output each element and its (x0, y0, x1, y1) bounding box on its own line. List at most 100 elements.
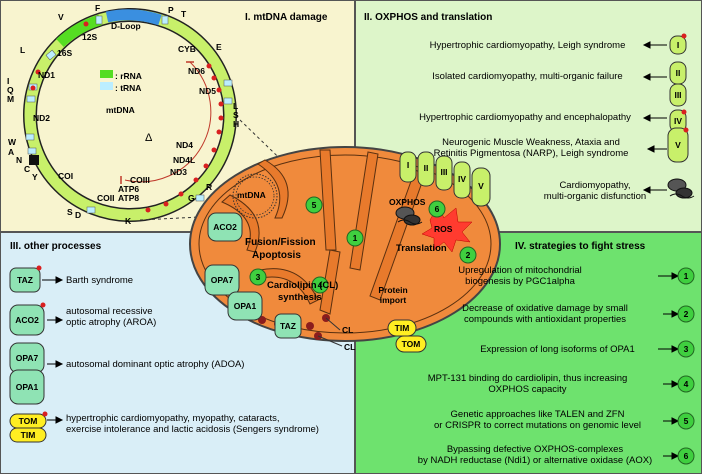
gene-q: Q (7, 85, 14, 95)
mito-protein-boxes (204, 212, 427, 353)
legend-rrna-label: : rRNA (115, 71, 142, 81)
ros-burst (421, 205, 473, 253)
gene-atp6: ATP6 (118, 184, 140, 194)
mito-mtdna-label: mtDNA (237, 190, 266, 200)
panel3-aroa-text: autosomal recessive optic atrophy (AROA) (66, 306, 157, 328)
mito-ros-label: ROS (434, 224, 453, 234)
gene-l: L (20, 45, 26, 55)
strategy-6-badge: 6 (683, 451, 689, 461)
gene-d: D (75, 210, 82, 220)
oxphos-row-1-text: Hypertrophic cardiomyopathy, Leigh syndr… (429, 40, 626, 51)
gene-y: Y (32, 172, 38, 182)
mito-tim: TIM (394, 323, 410, 333)
mito-opa7: OPA7 (210, 275, 234, 285)
gene-l2: L (233, 101, 239, 111)
gene-m: M (7, 94, 15, 104)
panel4-title: IV. strategies to fight stress (515, 241, 646, 252)
gene-p: P (168, 5, 174, 15)
complex-ii-badge: II (675, 68, 681, 78)
complex-v-badge: V (675, 140, 681, 150)
panel2-complex-badges (667, 35, 689, 163)
gene-16s: 16S (57, 48, 73, 58)
mito-aco2: ACO2 (213, 222, 237, 232)
panel3-taz: TAZ (17, 275, 33, 285)
gene-nd6: ND6 (188, 66, 206, 76)
panel3-tom: TOM (18, 416, 38, 426)
mito-oxphos-label: OXPHOS (389, 197, 426, 207)
gene-s: S (67, 207, 73, 217)
mito-complex-v: V (478, 181, 484, 191)
strategy-1-badge: 1 (683, 271, 689, 281)
gene-n: N (16, 155, 23, 165)
gene-nd3: ND3 (170, 167, 188, 177)
gene-coiii: COIII (130, 175, 150, 185)
mito-complex-ii: II (423, 163, 429, 173)
deletion-symbol: Δ (145, 132, 153, 144)
gene-w: W (8, 137, 17, 147)
gene-dloop: D-Loop (111, 21, 141, 31)
oxphos-complexes-mito (399, 151, 491, 207)
panel3-adoa-text: autosomal dominant optic atrophy (ADOA) (66, 359, 245, 370)
mito-complex-iv: IV (457, 174, 467, 184)
panel3-opa1: OPA1 (15, 382, 39, 392)
mito-badge-6: 6 (434, 204, 440, 214)
strategy-2-text: Decrease of oxidative damage by small co… (462, 303, 628, 325)
panel3-protein-boxes (9, 267, 47, 443)
strategy-4-text: MPT-131 binding do cardiolipin, thus inc… (427, 373, 628, 395)
mito-cl-2: CL (344, 342, 356, 352)
mito-taz: TAZ (280, 321, 296, 331)
gene-cyb: CYB (178, 44, 196, 54)
gene-t: T (181, 9, 187, 19)
gene-nd2: ND2 (33, 113, 51, 123)
strategy-5-badge: 5 (683, 416, 689, 426)
oxphos-row-6-text: Cardiomyopathy, multi-organic disfunctio… (543, 180, 647, 202)
strategy-4-badge: 4 (683, 379, 689, 389)
oxphos-row-5-text: Neurogenic Muscle Weakness, Ataxia and R… (433, 137, 629, 159)
panel3-tim: TIM (20, 430, 36, 440)
mito-synthesis-label: synthesis (278, 292, 322, 303)
gene-atp8: ATP8 (118, 193, 140, 203)
gene-f: F (95, 3, 101, 13)
oxphos-row-2-text: Isolated cardiomyopathy, multi-organic f… (432, 71, 623, 82)
mito-badge-3: 3 (255, 272, 261, 282)
gene-s2: S (233, 110, 239, 120)
mutation-stars (30, 21, 224, 213)
legend-rrna-swatch (100, 70, 113, 78)
gene-r: R (206, 182, 213, 192)
gene-c: C (24, 164, 31, 174)
panel3-barth-text: Barth syndrome (66, 275, 134, 286)
gene-i: I (7, 76, 10, 86)
zoom-line-bottom (139, 214, 241, 221)
panel2-stars (681, 33, 689, 133)
gene-e: E (216, 42, 222, 52)
oxphos-row-4-text: Hypertrophic cardiomyopathy and encephal… (419, 112, 631, 123)
panel3-arrows (42, 276, 64, 424)
gene-g: G (188, 193, 195, 203)
panel2-title: II. OXPHOS and translation (364, 12, 493, 23)
strategy-1-text: Upregulation of mitochondrial biogenesis… (458, 265, 582, 287)
legend-trna-swatch (100, 82, 113, 90)
dloop-segment (105, 9, 162, 26)
strategy-3-badge: 3 (683, 344, 689, 354)
panel3-title: III. other processes (10, 241, 102, 252)
complex-iv-badge: IV (673, 116, 683, 126)
panel3-stars (36, 265, 48, 417)
mito-cl-1: CL (342, 325, 354, 335)
gene-nd4: ND4 (176, 140, 194, 150)
deletion-arc (124, 61, 212, 183)
mito-protein-import-label: Protein import (378, 285, 408, 305)
mito-badge-5: 5 (311, 200, 317, 210)
gene-12s: 12S (82, 32, 98, 42)
mito-fusion-label: Fusion/Fission (245, 237, 316, 248)
strategy-5-text: Genetic approaches like TALEN and ZFN or… (434, 409, 641, 431)
panel4-badges (677, 267, 695, 465)
gene-k: K (125, 216, 132, 226)
gene-coi: COI (58, 171, 74, 181)
gene-a: A (8, 147, 15, 157)
panel3-sengers-text: hypertrophic cardiomyopathy, myopathy, c… (66, 413, 319, 435)
panel1-title: I. mtDNA damage (245, 12, 328, 23)
complex-iii-badge: III (674, 90, 682, 100)
ribosome-icon (395, 206, 423, 226)
gene-v: V (58, 12, 64, 22)
